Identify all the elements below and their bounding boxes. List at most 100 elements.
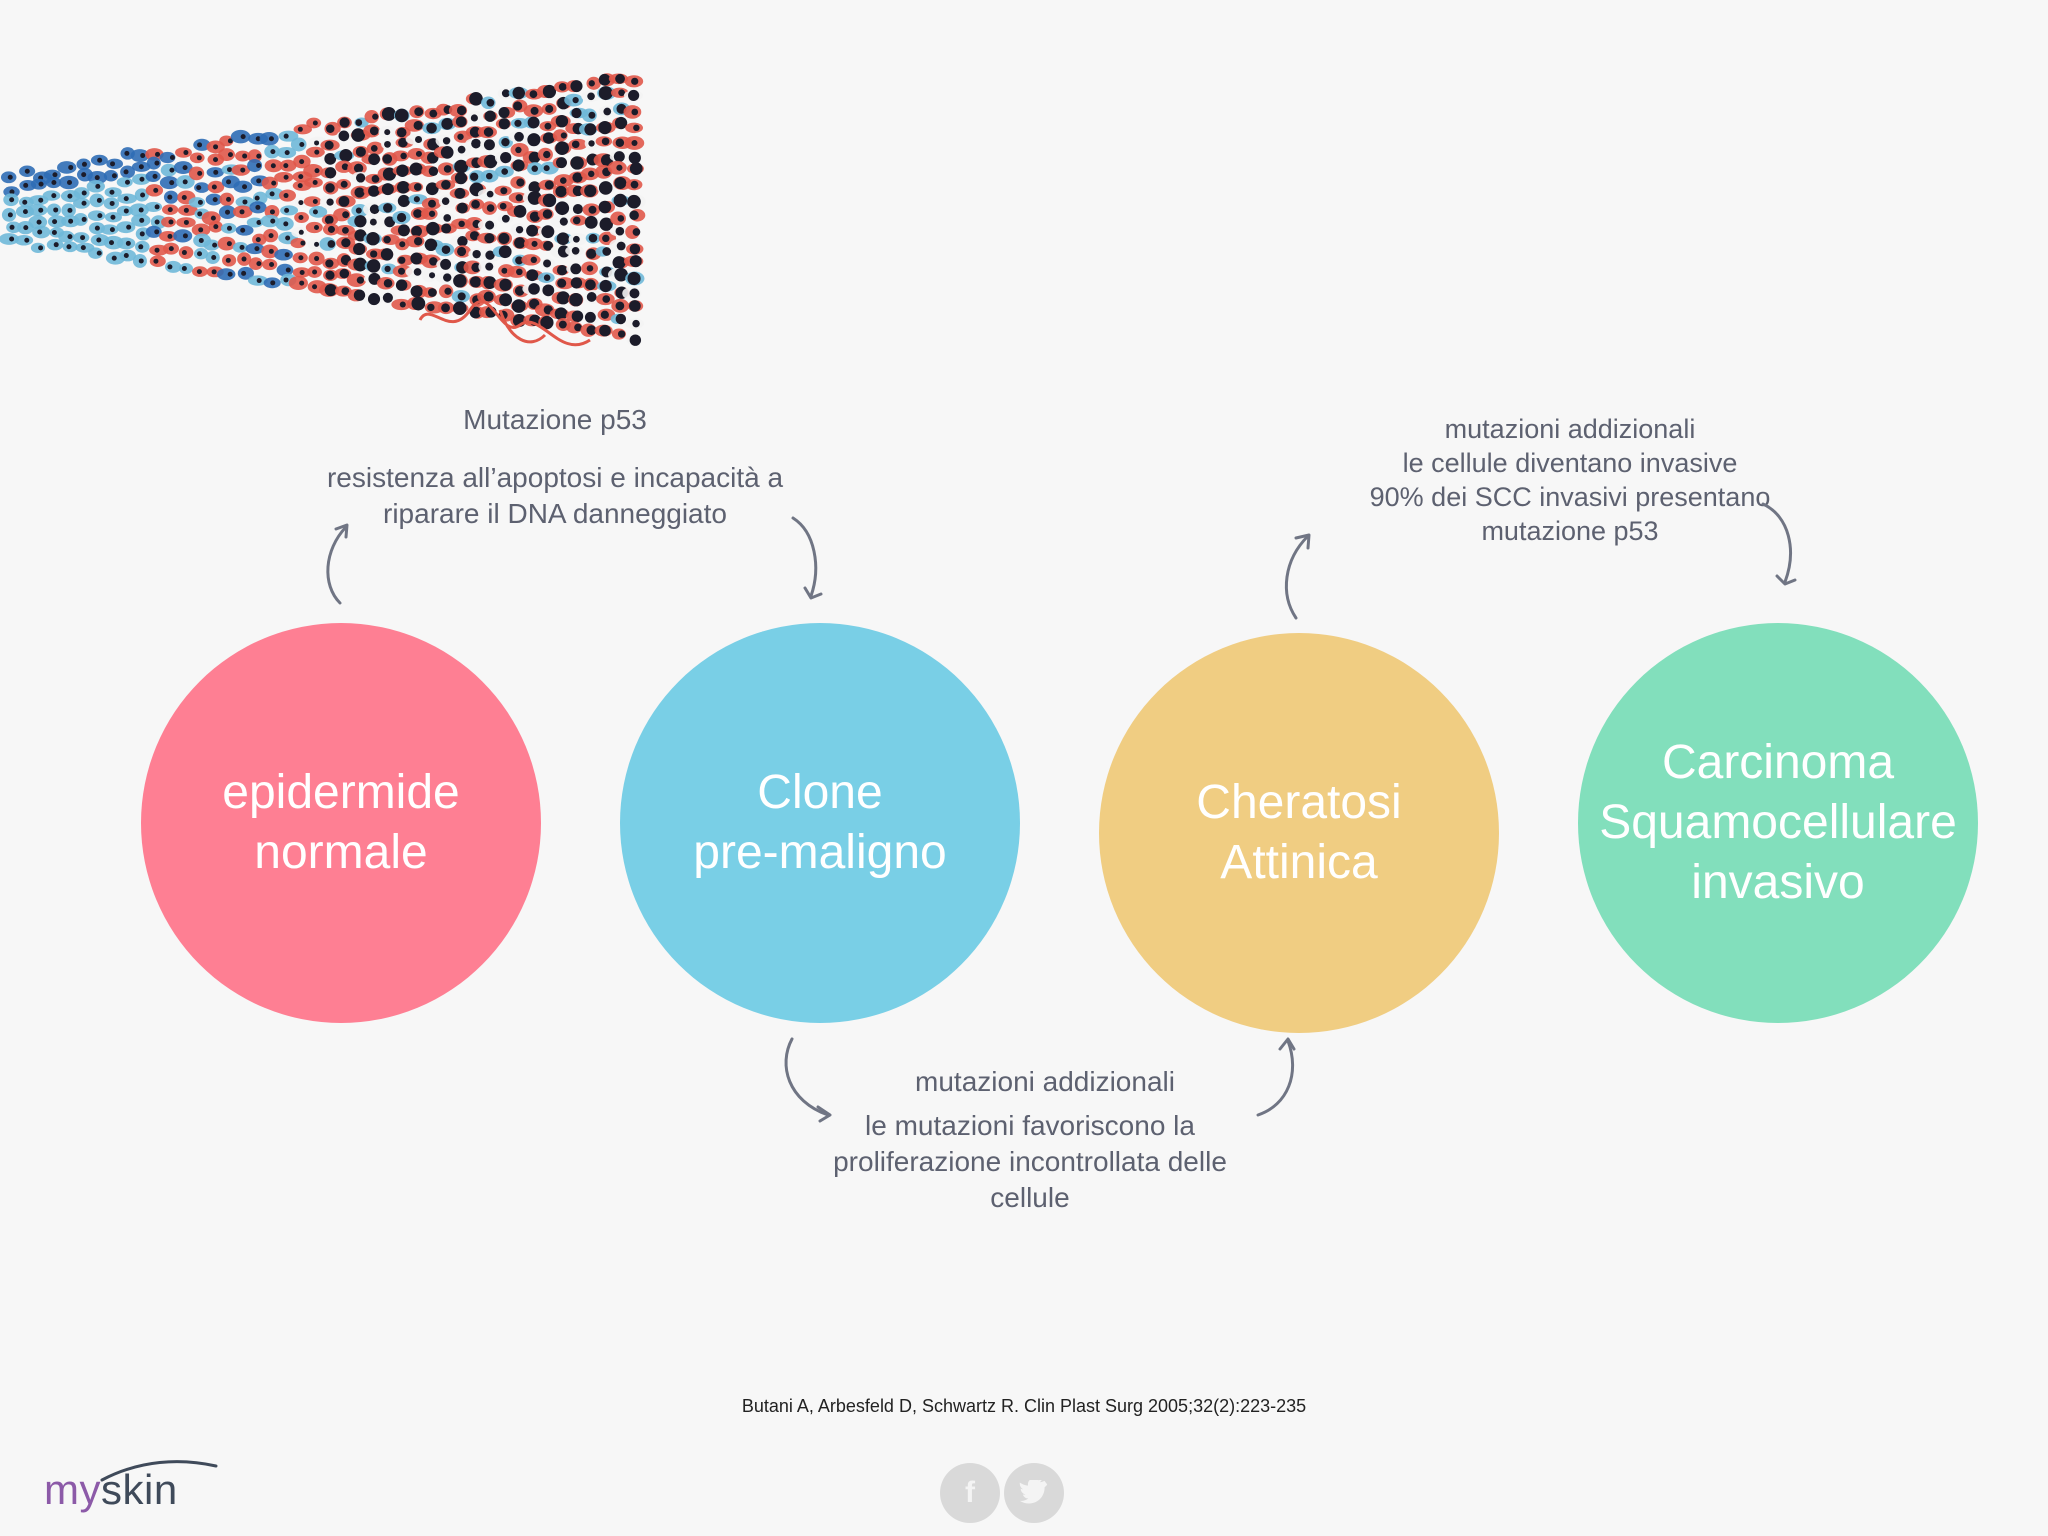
cell (73, 197, 90, 209)
cell-nucleus (212, 197, 218, 203)
cell-nucleus (327, 225, 335, 233)
cell-nucleus (556, 232, 570, 246)
cell-nucleus (325, 270, 335, 280)
cell-nucleus (153, 258, 159, 264)
cell-nucleus (211, 254, 217, 260)
cell-nucleus (80, 235, 86, 241)
cell-nucleus (241, 256, 247, 262)
cell-nucleus (441, 197, 450, 205)
facebook-share-button[interactable]: f (940, 1463, 1000, 1523)
cell-nucleus (36, 219, 42, 225)
cell-nucleus (369, 126, 379, 136)
cell-nucleus (140, 192, 146, 198)
cell-nucleus (443, 165, 452, 173)
cell-nucleus (428, 199, 436, 208)
cell-nucleus (397, 267, 406, 275)
cell-nucleus (469, 91, 483, 106)
cell (260, 214, 280, 228)
cell-nucleus (456, 105, 467, 116)
cell (165, 260, 182, 273)
cell-nucleus (181, 266, 187, 272)
cell-nucleus (300, 240, 306, 246)
cell-nucleus (602, 247, 612, 256)
cell-nucleus (152, 173, 158, 179)
cell-nucleus (270, 218, 276, 224)
cell-nucleus (501, 267, 508, 274)
cell-nucleus (543, 259, 552, 268)
cell-nucleus (271, 180, 277, 186)
cell-nucleus (384, 140, 391, 148)
cell-nucleus (353, 257, 368, 272)
cell (303, 163, 324, 178)
cell (88, 247, 103, 259)
cell-nucleus (284, 207, 290, 213)
cell-nucleus (556, 291, 570, 305)
cell-nucleus (628, 151, 641, 164)
cell-nucleus (469, 276, 482, 288)
twitter-share-button[interactable] (1004, 1463, 1064, 1523)
cell-nucleus (283, 174, 289, 180)
cell-nucleus (96, 250, 102, 256)
cell-nucleus (441, 179, 451, 190)
cell-nucleus (284, 150, 290, 156)
cell-nucleus (411, 225, 422, 237)
cell-nucleus (154, 160, 160, 166)
cell-nucleus (429, 272, 436, 279)
cell-nucleus (196, 185, 202, 191)
cell-nucleus (469, 231, 480, 241)
invasive-strands (418, 300, 591, 347)
cell-nucleus (615, 138, 625, 147)
cell-nucleus (542, 284, 555, 297)
cell-nucleus (66, 179, 72, 185)
cell-nucleus (486, 98, 495, 107)
cell-nucleus (515, 256, 524, 265)
cell-nucleus (457, 145, 466, 154)
cell-nucleus (382, 154, 393, 164)
cell-nucleus (181, 194, 187, 200)
transition-1-line-2: riparare il DNA danneggiato (383, 498, 727, 529)
cell-nucleus (588, 233, 598, 243)
cell (216, 268, 236, 281)
cell-nucleus (9, 224, 15, 230)
cell-nucleus (484, 110, 496, 122)
cell (203, 239, 220, 251)
cell-nucleus (53, 242, 59, 248)
cell-nucleus (353, 289, 366, 301)
cell-nucleus (543, 240, 554, 251)
cell-nucleus (169, 180, 175, 186)
cell-nucleus (413, 209, 423, 218)
cell-nucleus (366, 259, 381, 273)
cell-nucleus (369, 204, 380, 215)
cell-nucleus (239, 209, 245, 215)
cell-nucleus (440, 258, 452, 270)
cell-nucleus (109, 240, 115, 246)
cell-nucleus (429, 257, 438, 266)
cell-nucleus (483, 139, 495, 151)
cell (43, 169, 61, 180)
cell-nucleus (283, 163, 289, 169)
cell-nucleus (396, 212, 407, 223)
cell-nucleus (513, 205, 527, 218)
cell-nucleus (614, 177, 627, 190)
cell-nucleus (413, 120, 423, 130)
cell-nucleus (94, 225, 100, 231)
cell-nucleus (514, 131, 524, 142)
cell-nucleus (212, 242, 218, 248)
cell-nucleus (154, 204, 160, 210)
cell-nucleus (483, 127, 494, 137)
cell-nucleus (355, 173, 366, 183)
cell-nucleus (355, 119, 363, 126)
cell-nucleus (516, 178, 525, 187)
cell-nucleus (211, 184, 217, 190)
cell-nucleus (356, 276, 365, 284)
cell-nucleus (570, 80, 583, 93)
cell-nucleus (256, 163, 262, 169)
cell-nucleus (399, 301, 406, 308)
cell-nucleus (213, 169, 219, 175)
cell-nucleus (627, 194, 641, 209)
cell-nucleus (514, 119, 522, 127)
cell-nucleus (617, 330, 626, 338)
cell-nucleus (572, 216, 581, 225)
cell-nucleus (413, 268, 422, 276)
cell-nucleus (415, 135, 423, 144)
